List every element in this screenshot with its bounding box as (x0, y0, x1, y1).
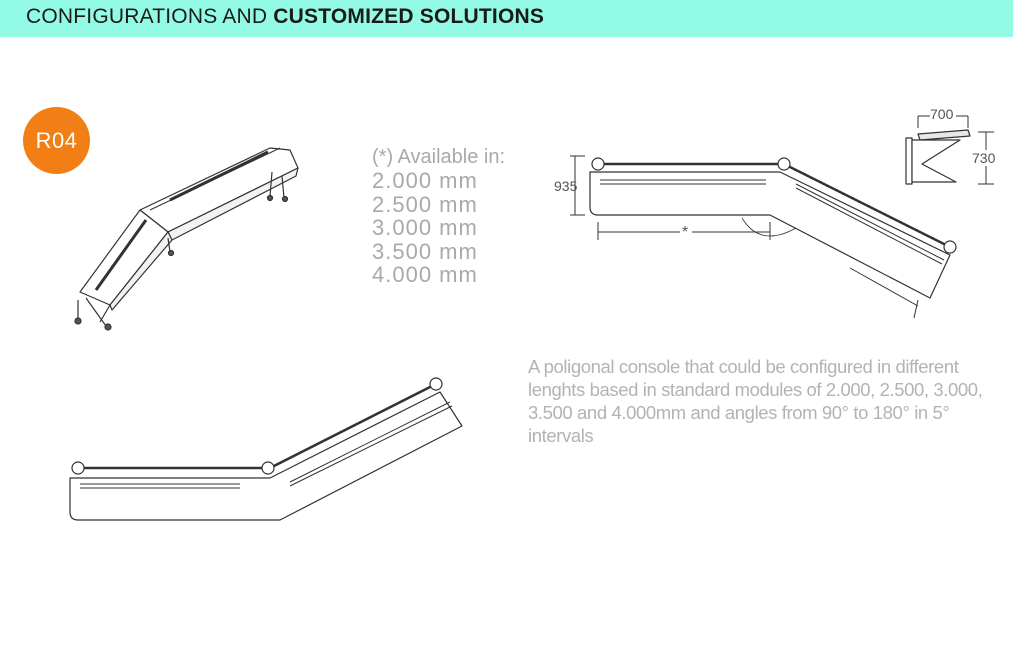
availability-block: (*) Available in: 2.000 mm 2.500 mm 3.00… (372, 145, 505, 287)
front-view-drawing (69, 377, 463, 521)
header-banner: CONFIGURATIONS AND CUSTOMIZED SOLUTIONS (0, 0, 1013, 37)
title-regular: CONFIGURATIONS AND (26, 5, 274, 28)
module-marker: * (682, 224, 689, 241)
plan-view-drawing (570, 155, 957, 319)
size-option: 4.000 mm (372, 262, 478, 287)
perspective-console-drawing (74, 147, 299, 331)
dimension-height: 935 (554, 178, 578, 194)
availability-heading: (*) Available in: (372, 146, 506, 168)
dimension-depth: 700 (930, 106, 954, 122)
dimension-side-height: 730 (972, 150, 996, 166)
size-option: 3.500 mm (372, 238, 478, 264)
size-option: 2.500 mm (372, 191, 478, 217)
page-title: CONFIGURATIONS AND CUSTOMIZED SOLUTIONS (26, 5, 544, 29)
size-option: 3.000 mm (372, 215, 478, 240)
side-view-drawing (905, 115, 994, 185)
title-bold: CUSTOMIZED SOLUTIONS (273, 5, 545, 28)
model-badge: R04 (23, 107, 90, 174)
size-option: 2.000 mm (372, 168, 478, 193)
product-description: A poligonal console that could be config… (528, 356, 983, 446)
